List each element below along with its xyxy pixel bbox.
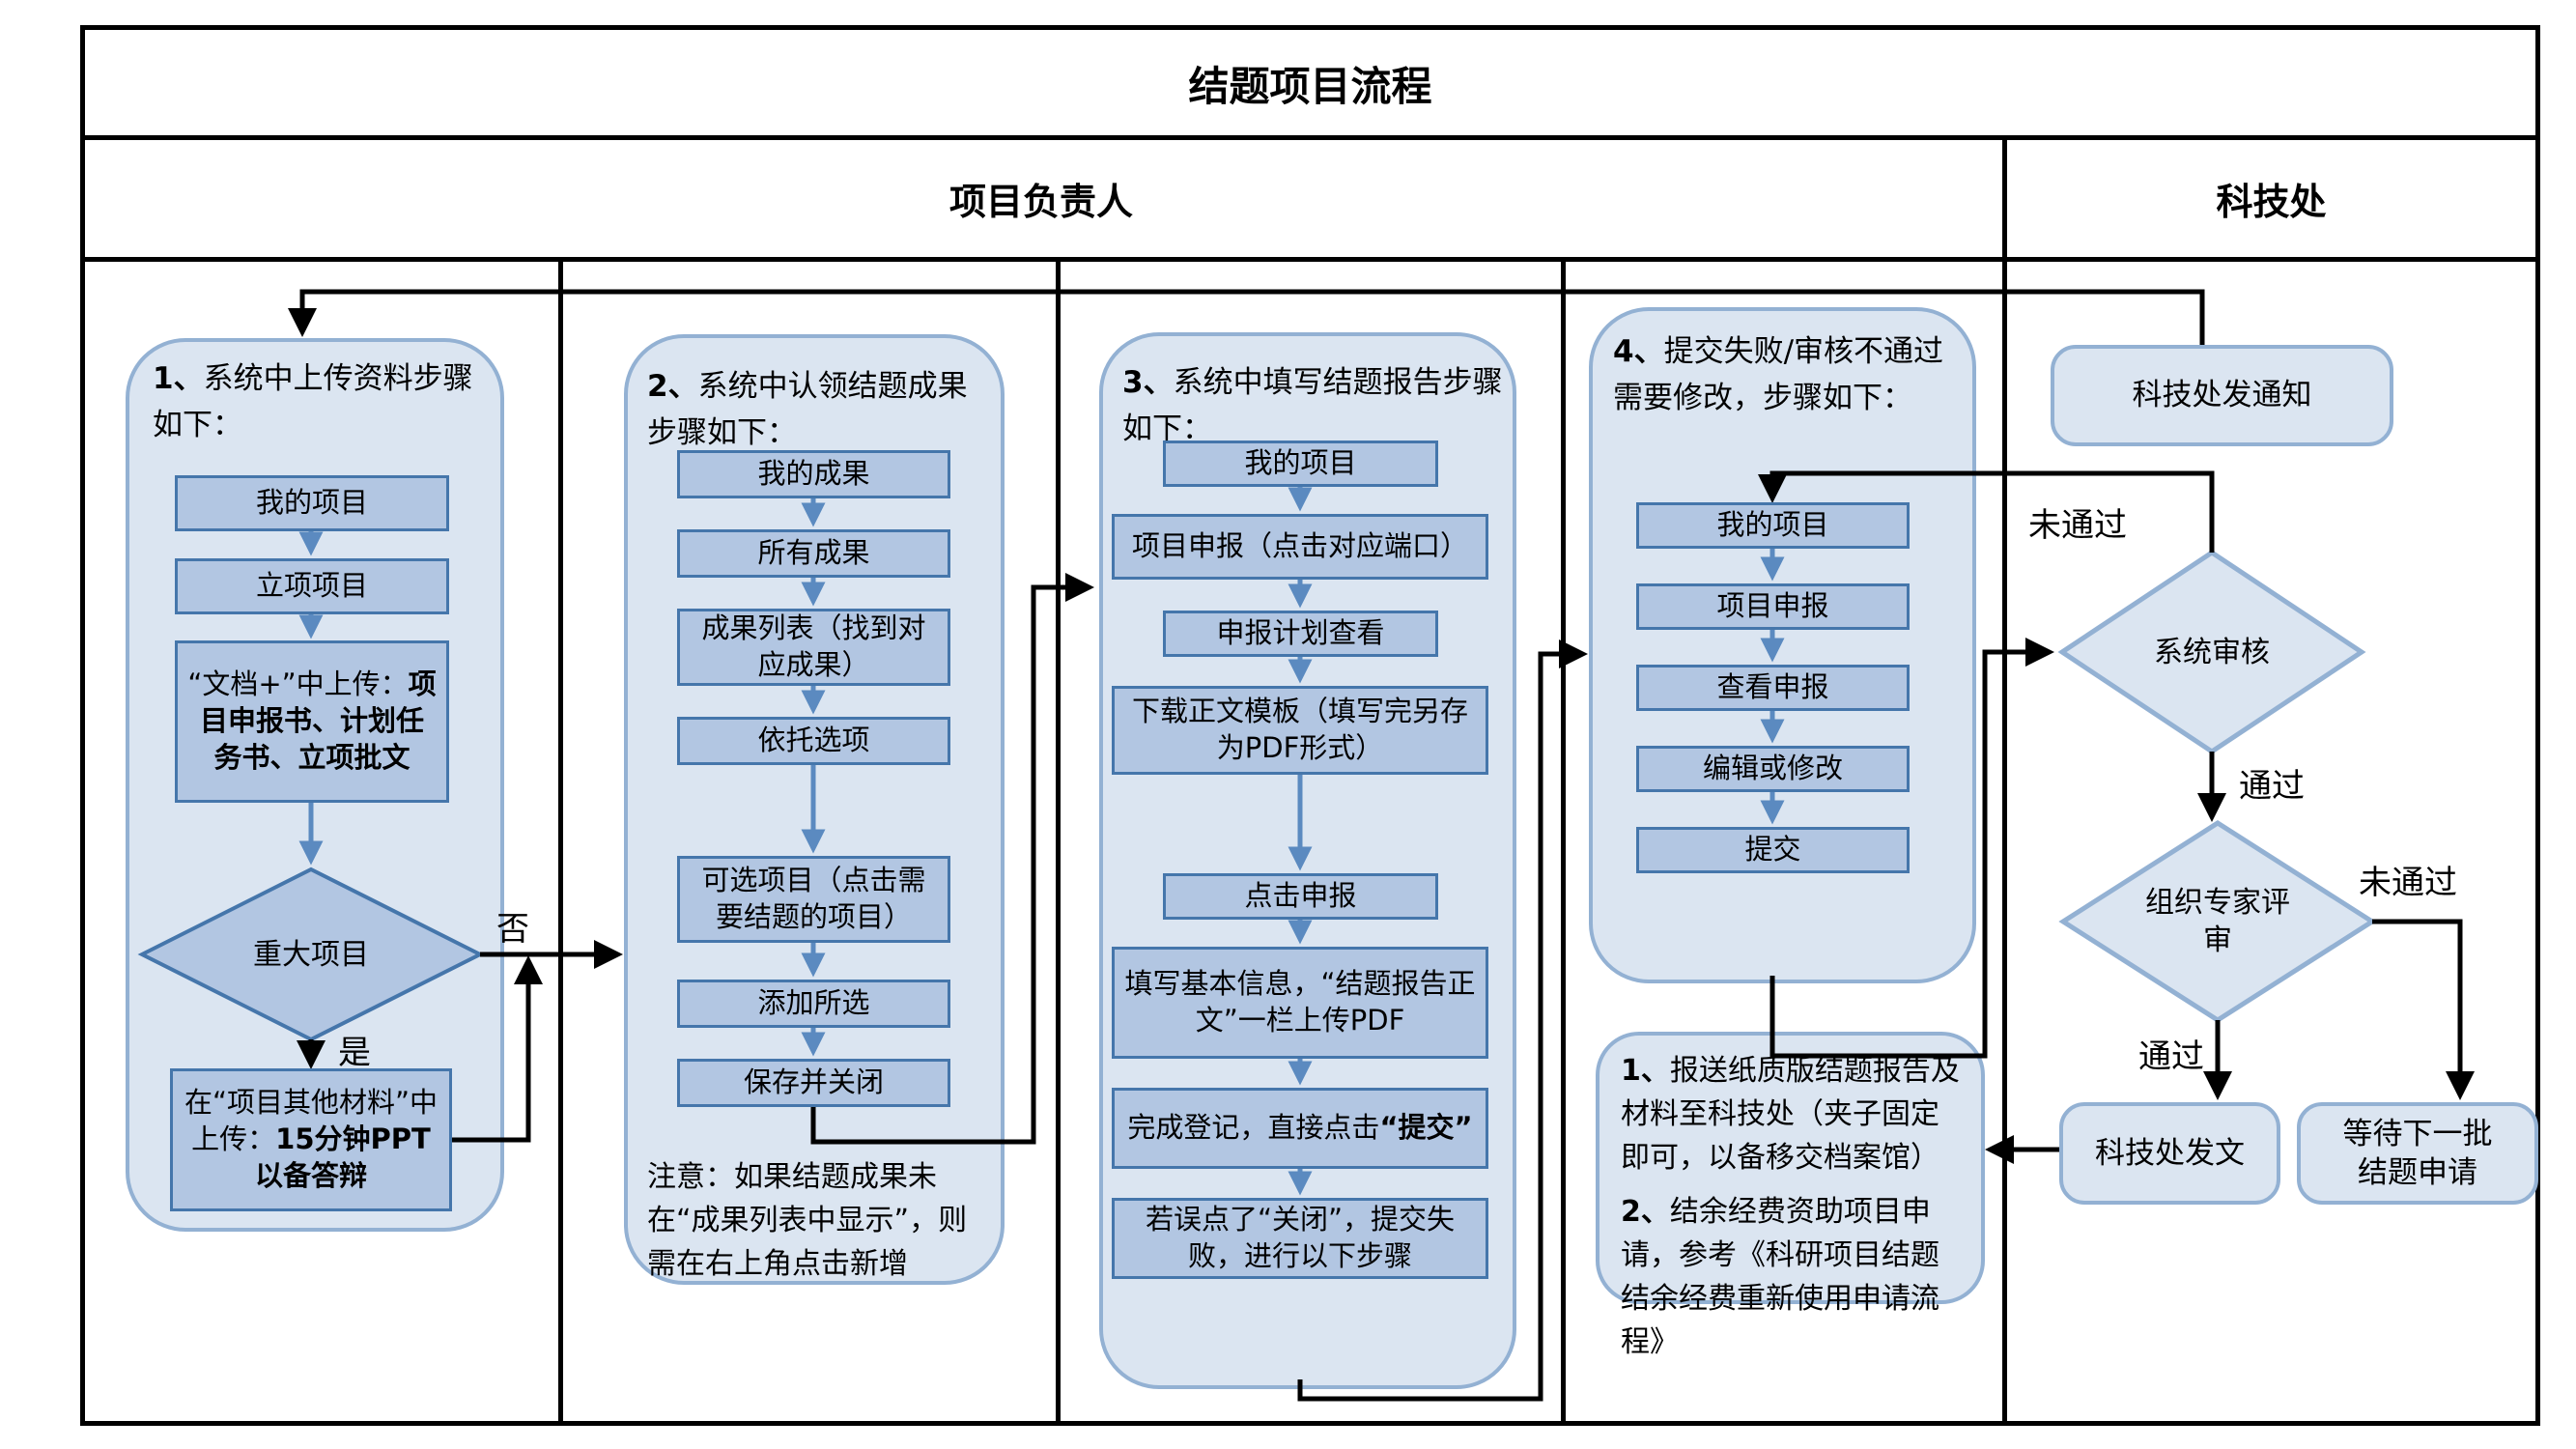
step-c3-finish-submit-bold: “提交” bbox=[1379, 1111, 1473, 1145]
group2-number: 2、 bbox=[647, 369, 698, 404]
step-c3-my-projects: 我的项目 bbox=[1163, 440, 1438, 487]
group4-title: 提交失败/审核不通过需要修改，步骤如下： bbox=[1613, 334, 1944, 416]
label-yes: 是 bbox=[338, 1034, 371, 1072]
step-c4-project-declare: 项目申报 bbox=[1636, 583, 1910, 630]
system-review-diamond-label: 系统审核 bbox=[2154, 635, 2270, 669]
step-c1-my-projects: 我的项目 bbox=[175, 475, 449, 531]
expert-review-diamond-label: 组织专家评审 bbox=[2145, 886, 2290, 957]
step-c3-project-declare: 项目申报（点击对应端口） bbox=[1112, 514, 1488, 580]
step-c2-selectable-projects: 可选项目（点击需要结题的项目） bbox=[677, 856, 950, 943]
step-c2-save-close: 保存并关闭 bbox=[677, 1059, 950, 1107]
connector-expert-fail-to-wait bbox=[2372, 919, 2475, 1100]
group2-heading: 2、系统中认领结题成果步骤如下： bbox=[647, 363, 985, 456]
column-divider-2 bbox=[1056, 257, 1061, 1426]
column-divider-3 bbox=[1561, 257, 1566, 1426]
note2-number: 2、 bbox=[1621, 1195, 1670, 1229]
group2-note: 注意：如果结题成果未在“成果列表中显示”，则需在右上角点击新增 bbox=[647, 1160, 968, 1281]
label-fail-top: 未通过 bbox=[2028, 506, 2127, 545]
terminal-wait-next-batch-text: 等待下一批结题申请 bbox=[2342, 1116, 2493, 1190]
step-c3-click-declare: 点击申报 bbox=[1163, 873, 1438, 920]
step-c1-upload-ppt-bold: 15分钟PPT以备答辩 bbox=[254, 1122, 431, 1192]
label-pass-bottom: 通过 bbox=[2138, 1037, 2204, 1076]
step-c2-depend-option: 依托选项 bbox=[677, 717, 950, 765]
terminal-tech-issue-doc: 科技处发文 bbox=[2059, 1102, 2280, 1205]
major-project-diamond-label: 重大项目 bbox=[253, 937, 369, 972]
step-c1-upload-docs: “文档+”中上传：项目申报书、计划任务书、立项批文 bbox=[175, 640, 449, 803]
note-paper-report: 1、报送纸质版结题报告及材料至科技处（夹子固定即可，以备移交档案馆） bbox=[1621, 1049, 1961, 1179]
group3-heading: 3、系统中填写结题报告步骤如下： bbox=[1122, 359, 1509, 452]
step-c4-submit: 提交 bbox=[1636, 827, 1910, 873]
step-c4-my-projects: 我的项目 bbox=[1636, 502, 1910, 549]
step-c4-edit-modify: 编辑或修改 bbox=[1636, 746, 1910, 792]
connector-group2-to-group3 bbox=[810, 573, 1094, 1145]
group2-title: 系统中认领结题成果步骤如下： bbox=[647, 369, 968, 451]
step-c1-approved-projects: 立项项目 bbox=[175, 558, 449, 614]
lane-header-project-leader: 项目负责人 bbox=[948, 181, 1133, 223]
step-c2-result-list: 成果列表（找到对应成果） bbox=[677, 609, 950, 686]
step-c3-finish-submit: 完成登记，直接点击“提交” bbox=[1112, 1088, 1488, 1169]
lane-divider bbox=[2002, 135, 2007, 1426]
lane-header-tech-office: 科技处 bbox=[2216, 181, 2327, 223]
step-c3-fill-info-upload-pdf: 填写基本信息，“结题报告正文”一栏上传PDF bbox=[1112, 947, 1488, 1059]
group4-number: 4、 bbox=[1613, 334, 1664, 369]
note2-text: 结余经费资助项目申请，参考《科研项目结题结余经费重新使用申请流程》 bbox=[1621, 1195, 1939, 1359]
step-c3-wrong-close: 若误点了“关闭”，提交失败，进行以下步骤 bbox=[1112, 1198, 1488, 1279]
note1-text: 报送纸质版结题报告及材料至科技处（夹子固定即可，以备移交档案馆） bbox=[1621, 1054, 1960, 1175]
page-title: 结题项目流程 bbox=[1188, 63, 1432, 110]
label-fail-right: 未通过 bbox=[2359, 864, 2457, 902]
group1-title: 系统中上传资料步骤如下： bbox=[153, 361, 473, 443]
step-c2-my-results: 我的成果 bbox=[677, 450, 950, 498]
step-c1-upload-ppt-pre: 在“项目其他材料”中上传： bbox=[184, 1086, 439, 1156]
label-no: 否 bbox=[496, 910, 529, 949]
connector-yes-merge bbox=[451, 955, 543, 1143]
title-row-divider bbox=[80, 135, 2540, 140]
step-c1-upload-docs-bold: 项目申报书、计划任务书、立项批文 bbox=[199, 668, 437, 774]
step-c3-download-template: 下载正文模板（填写完另存为PDF形式） bbox=[1112, 686, 1488, 775]
table-outer-border bbox=[80, 25, 2540, 1426]
step-c3-finish-submit-pre: 完成登记，直接点击 bbox=[1127, 1111, 1380, 1145]
step-c4-view-declare: 查看申报 bbox=[1636, 665, 1910, 711]
connector-resubmit-to-review bbox=[1769, 638, 2054, 1059]
connector-group3-to-group4 bbox=[1297, 639, 1588, 1402]
group-paper-notes bbox=[1596, 1032, 1985, 1304]
group1-heading: 1、系统中上传资料步骤如下： bbox=[153, 355, 481, 448]
group1-number: 1、 bbox=[153, 361, 204, 396]
group3-title: 系统中填写结题报告步骤如下： bbox=[1122, 365, 1503, 447]
terminal-wait-next-batch: 等待下一批结题申请 bbox=[2297, 1102, 2538, 1205]
note1-number: 1、 bbox=[1621, 1054, 1670, 1088]
connector-notify-to-group1 bbox=[288, 289, 2205, 345]
label-pass-mid: 通过 bbox=[2239, 767, 2305, 806]
column-divider-1 bbox=[558, 257, 563, 1426]
step-c2-all-results: 所有成果 bbox=[677, 529, 950, 578]
group4-heading: 4、提交失败/审核不通过需要修改，步骤如下： bbox=[1613, 328, 1956, 421]
note-surplus-funds: 2、结余经费资助项目申请，参考《科研项目结题结余经费重新使用申请流程》 bbox=[1621, 1190, 1961, 1364]
lane-header-divider bbox=[80, 257, 2540, 262]
step-c1-upload-ppt: 在“项目其他材料”中上传：15分钟PPT以备答辩 bbox=[170, 1068, 452, 1211]
step-c1-upload-docs-pre: “文档+”中上传： bbox=[187, 668, 409, 701]
system-review-diamond-shape bbox=[2057, 549, 2366, 755]
connector-review-fail-to-group4 bbox=[1758, 470, 2215, 553]
group3-number: 3、 bbox=[1122, 365, 1174, 400]
step-c3-plan-view: 申报计划查看 bbox=[1163, 611, 1438, 657]
step-c2-add-selected: 添加所选 bbox=[677, 980, 950, 1028]
terminal-tech-notify: 科技处发通知 bbox=[2051, 345, 2393, 446]
